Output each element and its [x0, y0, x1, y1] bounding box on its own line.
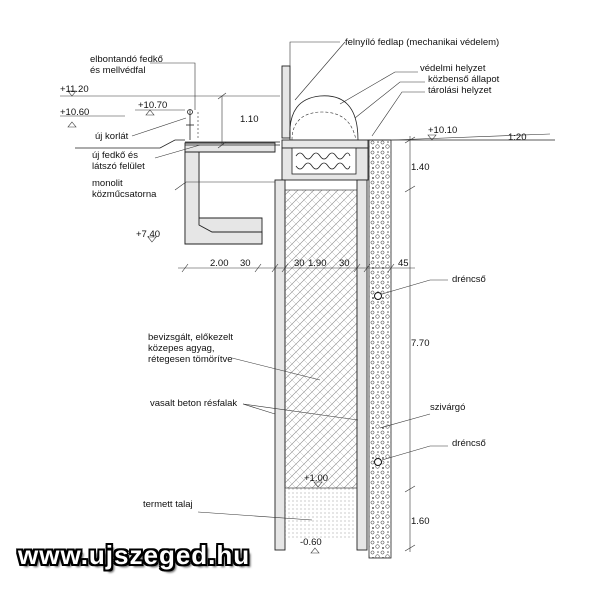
- dim-tick-2: [404, 485, 416, 493]
- label-uj-korlat: új korlát: [95, 131, 129, 142]
- hinged-cover-plate-vertical: [281, 65, 291, 139]
- leader-uj-korlat: [131, 117, 187, 137]
- cap-ornament: [295, 152, 351, 160]
- level-marker-740: [147, 236, 157, 243]
- leader-felnyilo: [289, 41, 340, 66]
- label-felnyilo: felnyíló fedlap (mechanikai védelem): [345, 37, 499, 48]
- label-drencso-1: dréncső: [452, 274, 486, 285]
- level-1120: +11.20: [60, 84, 89, 95]
- level-m060: -0.60: [300, 537, 322, 548]
- left-diaphragm-wall: [274, 179, 286, 551]
- leader-uj-fedko: [154, 144, 201, 159]
- dim-110-tick-bottom: [217, 141, 227, 149]
- label-uj-fedko-2: látszó felület: [92, 161, 145, 172]
- hdim-tick-2: [254, 263, 262, 273]
- level-100: +1.00: [304, 473, 328, 484]
- dim-45: 45: [398, 258, 409, 269]
- drain-pipe-lower: [374, 458, 382, 466]
- level-marker-1060: [67, 121, 77, 128]
- label-bevizsgalt-2: közepes agyag,: [148, 343, 215, 354]
- dim-30-a: 30: [240, 258, 251, 269]
- dim-30-b: 30: [294, 258, 305, 269]
- leader-vasalt: [242, 403, 359, 421]
- label-monolit-2: közműcsatorna: [92, 189, 157, 200]
- storage-position-arch: [289, 95, 359, 141]
- slope-line: [391, 133, 551, 141]
- hdim-tick-7: [387, 263, 395, 273]
- leader-kozbenso: [354, 81, 425, 119]
- dim-110: 1.10: [240, 114, 259, 125]
- level-1010: +10.10: [428, 125, 457, 136]
- label-kozbenso: közbenső állapot: [428, 74, 500, 85]
- level-marker-1070: [145, 109, 155, 116]
- label-vasalt: vasalt beton résfalak: [150, 398, 237, 409]
- leader-felnyilo-diag: [294, 41, 346, 101]
- leader-termett: [197, 511, 313, 521]
- dim-tick-top: [404, 136, 416, 144]
- hdim-tick-3: [271, 263, 279, 273]
- leader-vedelmi: [339, 71, 418, 105]
- label-bevizsgalt-1: bevizsgált, előkezelt: [148, 332, 233, 343]
- hdim-tick-6: [363, 263, 371, 273]
- railing-knob: [187, 109, 193, 115]
- label-monolit-1: monolit: [92, 178, 123, 189]
- cap-ornament-2: [295, 162, 351, 170]
- dim-200: 2.00: [210, 258, 229, 269]
- level-marker-1120: [67, 90, 77, 97]
- dim-110-tick-top: [217, 92, 227, 100]
- level-740: +7.40: [136, 229, 160, 240]
- level-marker-1010: [427, 134, 437, 141]
- dim-tick-bottom: [404, 544, 416, 552]
- dim-tick-1: [404, 185, 416, 193]
- leader-szivargo: [379, 413, 431, 429]
- leader-drencso-2: [381, 445, 448, 461]
- dim-slope: 1:20: [508, 132, 527, 143]
- leader-monolit: [174, 181, 275, 191]
- clay-fill: [284, 189, 358, 489]
- label-elbontando-1: elbontandó fedkő: [90, 54, 163, 65]
- dim-160: 1.60: [411, 516, 430, 527]
- chamber-recess: [291, 147, 357, 175]
- level-marker-m060: [310, 547, 320, 554]
- label-tarolasi: tárolási helyzet: [428, 85, 492, 96]
- dim-140: 1.40: [411, 162, 430, 173]
- leader-bevizsgalt: [231, 357, 321, 381]
- drain-pipe-upper: [374, 292, 382, 300]
- native-soil-between: [285, 488, 357, 538]
- cap-block: [281, 139, 369, 149]
- level-1070: +10.70: [138, 100, 167, 111]
- hdim-tick-5: [353, 263, 361, 273]
- right-diaphragm-wall: [356, 179, 368, 551]
- label-vedelmi: védelmi helyzet: [420, 63, 486, 74]
- website-watermark: www.ujszeged.hu: [18, 540, 251, 570]
- label-drencso-2: dréncső: [452, 438, 486, 449]
- leader-elbontando: [150, 62, 196, 110]
- hdim-tick-1: [181, 263, 189, 273]
- label-elbontando-2: és mellvédfal: [90, 65, 145, 76]
- utility-channel-body: [184, 151, 263, 245]
- label-termett: termett talaj: [143, 499, 193, 510]
- dim-770: 7.70: [411, 338, 430, 349]
- level-marker-100: [313, 481, 323, 488]
- level-1060: +10.60: [60, 107, 89, 118]
- leader-drencso-1: [381, 279, 448, 295]
- label-bevizsgalt-3: rétegesen tömörítve: [148, 354, 233, 365]
- hdim-tick-4: [281, 263, 289, 273]
- dim-30-c: 30: [339, 258, 350, 269]
- leader-tarolasi: [371, 91, 425, 137]
- label-uj-fedko-1: új fedkő és: [92, 150, 138, 161]
- intermediate-position-arch: [291, 111, 357, 141]
- dim-190: 1.90: [308, 258, 327, 269]
- label-szivargo: szivárgó: [430, 402, 465, 413]
- gravel-drain: [368, 139, 392, 559]
- ground-surface-left: [75, 139, 185, 149]
